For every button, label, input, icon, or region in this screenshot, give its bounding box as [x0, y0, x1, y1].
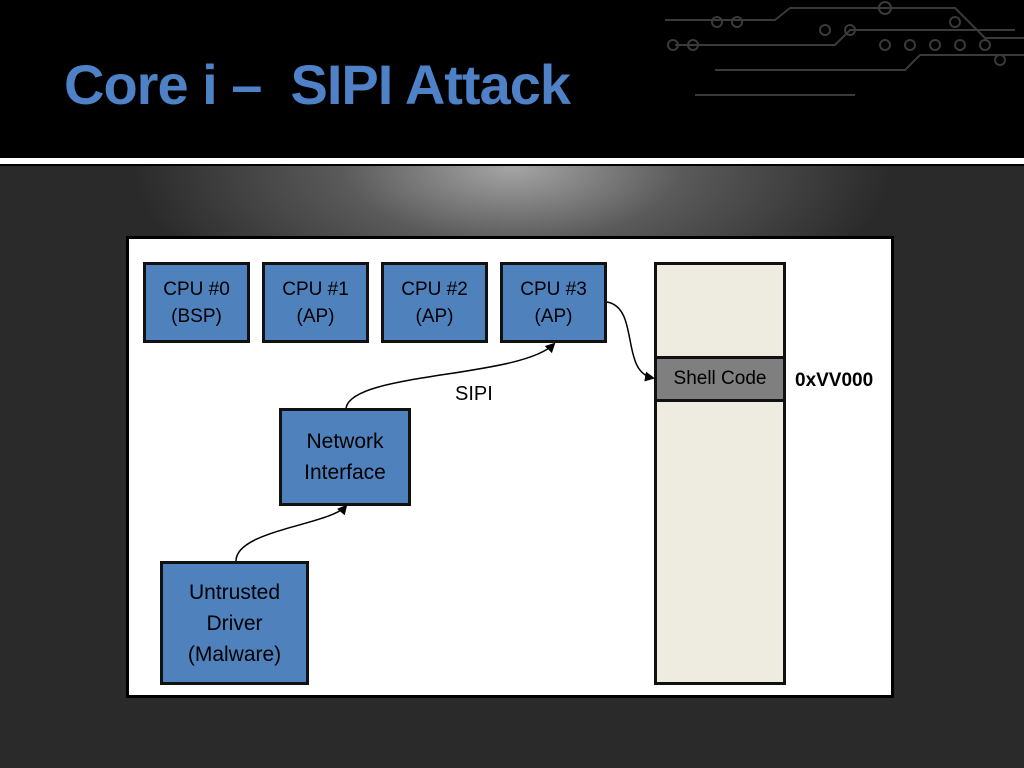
- untrusted-driver-box: Untrusted Driver (Malware): [160, 561, 309, 685]
- cpu-3-name: CPU #3: [520, 278, 587, 300]
- cpu-0-box: CPU #0 (BSP): [143, 262, 250, 343]
- slide-title: Core i – SIPI Attack: [64, 53, 571, 116]
- network-line-2: Interface: [304, 461, 386, 484]
- cpu-3-role: (AP): [534, 305, 573, 327]
- cpu-1-box: CPU #1 (AP): [262, 262, 369, 343]
- driver-line-3: (Malware): [187, 642, 282, 666]
- cpu-0-name: CPU #0: [163, 278, 230, 300]
- cpu-3-box: CPU #3 (AP): [500, 262, 607, 343]
- cpu-2-name: CPU #2: [401, 278, 468, 300]
- driver-line-2: Driver: [206, 611, 263, 635]
- circuit-decoration-icon: [665, 1, 1024, 96]
- memory-address-label: 0xVV000: [795, 370, 874, 391]
- cpu-2-role: (AP): [415, 305, 454, 327]
- network-line-1: Network: [306, 430, 384, 453]
- cpu-1-role: (AP): [296, 305, 335, 327]
- shell-code-block: Shell Code: [654, 356, 786, 402]
- sipi-edge-label: SIPI: [455, 383, 493, 405]
- network-interface-box: Network Interface: [279, 408, 411, 506]
- header-divider: [0, 158, 1024, 164]
- cpu-2-box: CPU #2 (AP): [381, 262, 488, 343]
- driver-line-1: Untrusted: [188, 580, 281, 604]
- cpu-0-role: (BSP): [171, 305, 222, 327]
- cpu-1-name: CPU #1: [282, 278, 349, 300]
- memory-column: [654, 262, 786, 685]
- slide-header: Core i – SIPI Attack: [0, 0, 1024, 160]
